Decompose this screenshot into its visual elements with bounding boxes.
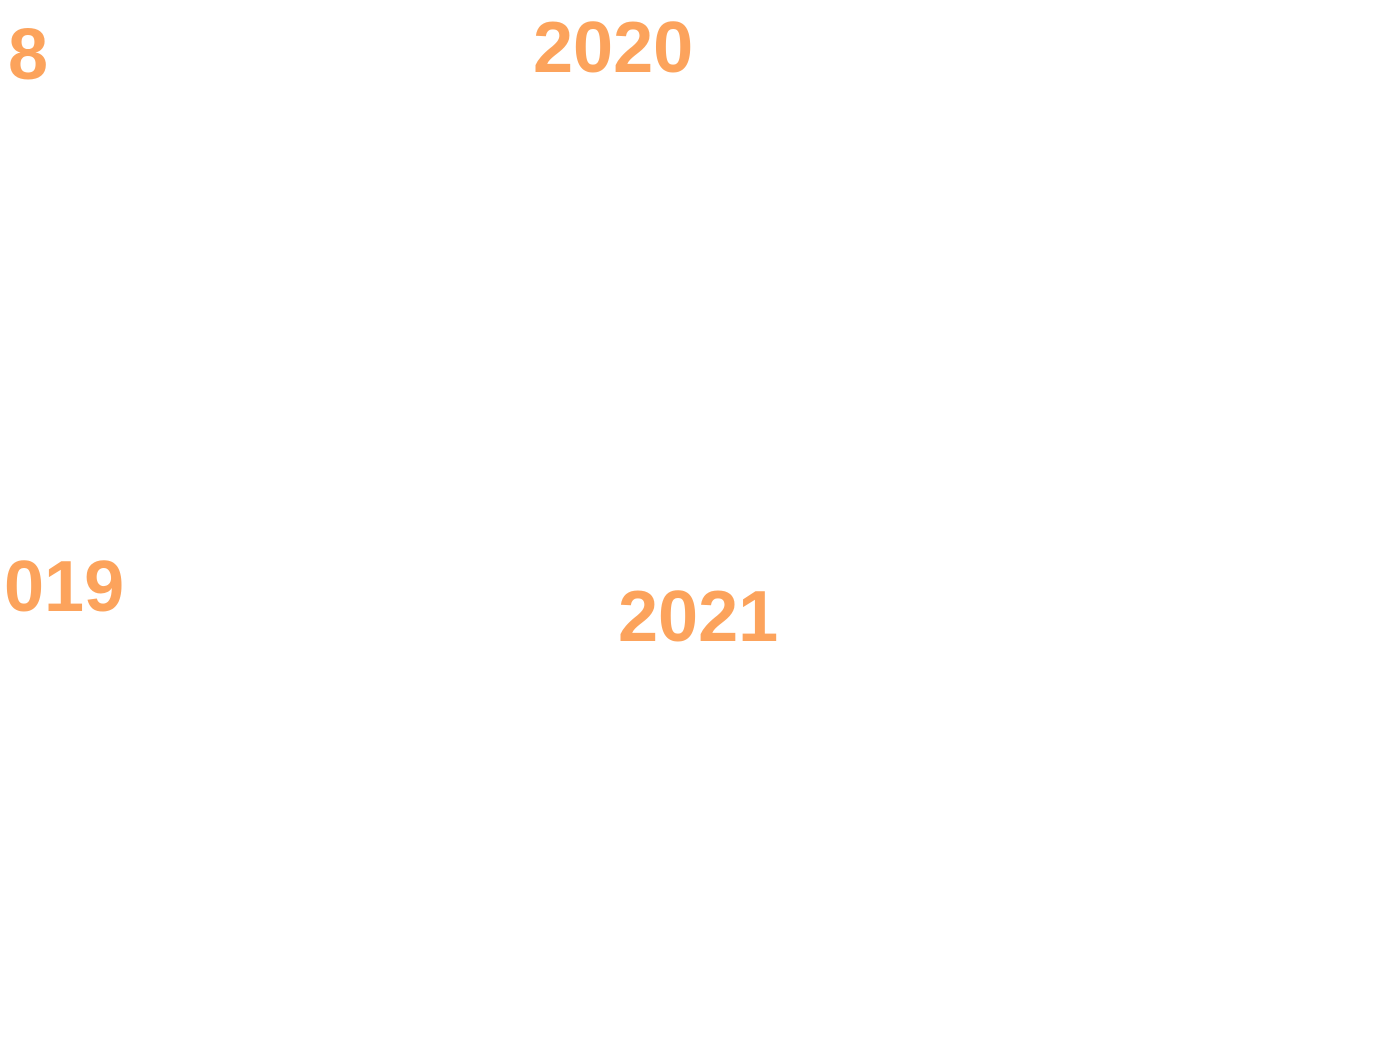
year-label-2021: 2021: [618, 577, 779, 657]
year-label-8: 8: [8, 15, 49, 95]
year-label-2020: 2020: [533, 8, 694, 88]
year-label-019: 019: [4, 547, 125, 627]
